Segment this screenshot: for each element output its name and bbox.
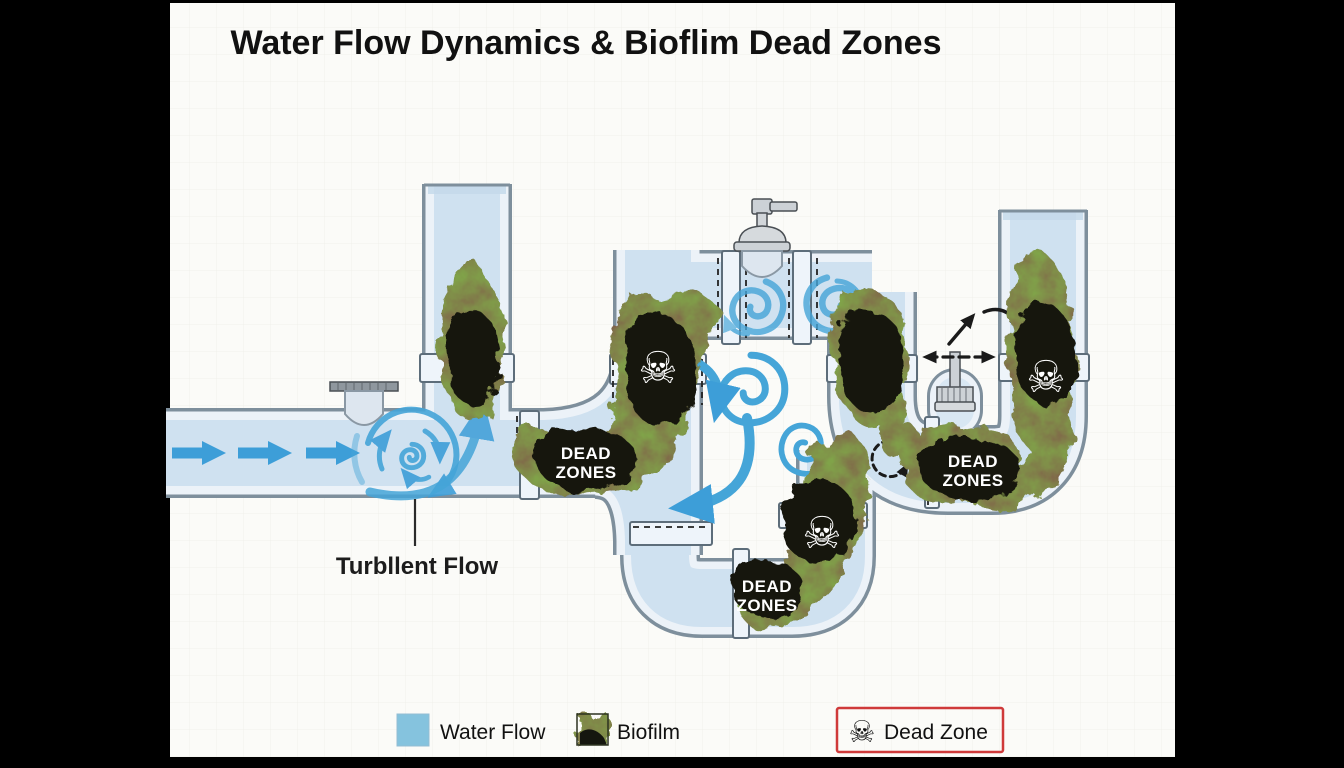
pipe-open-ends	[424, 183, 1087, 220]
circulation-arrow	[668, 413, 755, 524]
drain-fitting	[329, 381, 399, 426]
dead-zone-blob	[919, 437, 1021, 501]
dead-zone-patches	[445, 301, 1077, 618]
skull-icon: ☠	[802, 509, 841, 558]
legend-biofilm-label: Biofilm	[617, 721, 680, 744]
valve-dome	[738, 225, 787, 244]
pipe-opening	[1003, 212, 1083, 220]
dead-zone-blob	[731, 558, 804, 618]
drain-plate	[329, 381, 399, 392]
dead-zone-legend-box	[835, 706, 1005, 754]
flange	[792, 250, 812, 345]
probe-flare	[934, 401, 976, 412]
valve-handle-bar	[769, 201, 798, 212]
dead-zones-label-line: ZONES	[555, 463, 616, 482]
vortex-arrow	[422, 428, 451, 465]
dead-zones-label-line: ZONES	[736, 596, 797, 615]
probe-fitting	[934, 351, 976, 412]
dead-zone-blob	[624, 312, 696, 425]
swirl-arrow	[723, 314, 751, 337]
dead-zones-labels: DEAD ZONES DEAD ZONES DEAD ZONES	[555, 444, 1003, 615]
dead-zone-blob	[533, 427, 637, 491]
dead-zone-blob	[1014, 301, 1077, 405]
escape-arrow	[947, 313, 976, 346]
valve-disc	[733, 241, 791, 252]
skull-icon: ☠	[638, 344, 677, 393]
turbulent-flow-callout: Turbllent Flow	[336, 499, 499, 580]
legend-water-flow-label: Water Flow	[440, 721, 546, 744]
legend-item-dead-zone: ☠ Dead Zone	[835, 706, 1005, 754]
dead-zones-label-line: DEAD	[948, 452, 998, 471]
skull-icon: ☠	[849, 716, 876, 749]
flange	[629, 521, 713, 546]
vortex-arrow	[369, 429, 392, 472]
dead-zones-label-line: DEAD	[742, 577, 792, 596]
sweep-arrow	[365, 398, 495, 501]
pipe-opening	[428, 186, 506, 194]
dead-zones-label-line: DEAD	[561, 444, 611, 463]
legend-dead-zone-label: Dead Zone	[884, 721, 988, 744]
vortex-arrow	[400, 467, 432, 490]
biofilm-swatch-border	[576, 713, 609, 746]
dead-zone-blob	[445, 309, 501, 405]
turbulent-flow-label: Turbllent Flow	[336, 553, 499, 580]
vortex-arc	[351, 433, 365, 485]
drain-bell	[344, 390, 384, 426]
water-flow-swatch	[396, 713, 430, 747]
drain-plate-ticks	[337, 383, 387, 390]
probe-collar-ridges	[941, 388, 967, 402]
valve-bonnet	[741, 250, 783, 278]
legend: Water Flow Biofilm ☠ Dead Zone	[396, 706, 1005, 754]
dead-zones-label-line: ZONES	[942, 471, 1003, 490]
skull-icon: ☠	[1026, 353, 1065, 402]
gate-valve	[733, 198, 798, 278]
valve-handle-knob	[751, 198, 773, 215]
biofilm-swatch-dark-patch	[580, 729, 607, 745]
page-title: Water Flow Dynamics & Bioflim Dead Zones	[231, 24, 942, 62]
legend-item-water-flow: Water Flow	[396, 713, 546, 747]
dead-zone-blob	[782, 480, 856, 563]
legend-item-biofilm: Biofilm	[576, 713, 680, 746]
dead-zone-blob	[838, 309, 906, 413]
